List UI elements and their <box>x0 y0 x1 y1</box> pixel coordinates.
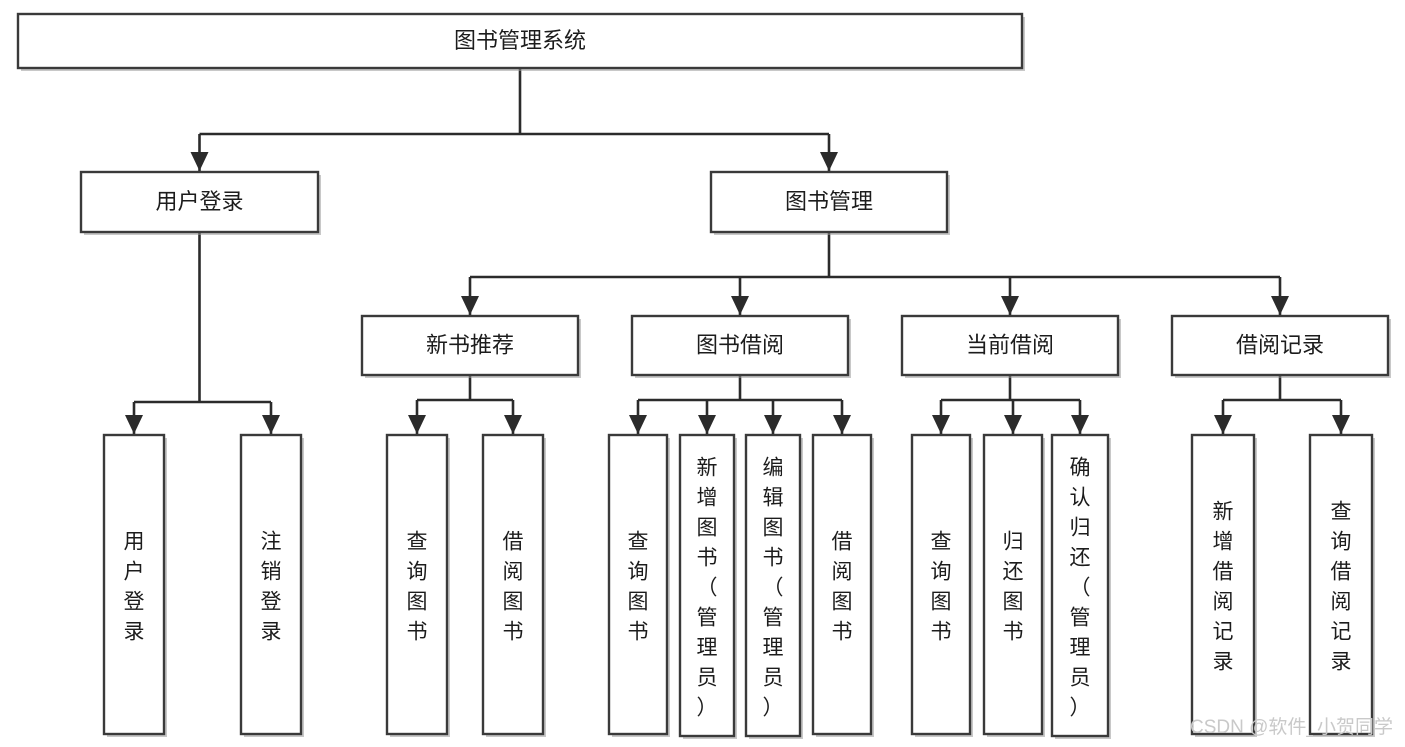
node-label: 图书借阅 <box>696 332 784 357</box>
arrow-head <box>1214 415 1232 434</box>
arrow-head <box>932 415 950 434</box>
node-user-login[interactable]: 用户登录 <box>79 170 321 235</box>
arrow-head <box>125 415 143 434</box>
node-leaf-logout-login[interactable]: 注销登录 <box>239 433 304 737</box>
connectors-layer <box>125 68 1350 434</box>
node-label: 借阅图书 <box>832 531 853 644</box>
arrow-head <box>731 296 749 315</box>
node-label: 确认归还（管理员） <box>1070 457 1091 720</box>
arrow-head <box>1004 415 1022 434</box>
node-label: 用户登录 <box>124 531 145 644</box>
node-rect[interactable] <box>1170 314 1390 377</box>
node-leaf-add-book-admin[interactable]: 新增图书（管理员） <box>678 433 737 739</box>
node-label: 编辑图书（管理员） <box>763 457 784 720</box>
node-leaf-query-borrow-record[interactable]: 查询借阅记录 <box>1308 433 1375 737</box>
boxes-layer: 图书管理系统用户登录图书管理新书推荐图书借阅当前借阅借阅记录用户登录注销登录查询… <box>16 12 1391 739</box>
node-rect[interactable] <box>900 314 1120 377</box>
node-rect[interactable] <box>630 314 850 377</box>
node-current-borrow[interactable]: 当前借阅 <box>900 314 1121 378</box>
node-leaf-query-book-3[interactable]: 查询图书 <box>910 433 973 737</box>
node-leaf-add-borrow-record[interactable]: 新增借阅记录 <box>1190 433 1257 737</box>
arrow-head <box>461 296 479 315</box>
node-rect[interactable] <box>1308 433 1374 736</box>
arrow-head <box>1001 296 1019 315</box>
node-label: 图书管理 <box>785 189 873 214</box>
node-label: 当前借阅 <box>966 332 1054 357</box>
node-rect[interactable] <box>79 170 320 234</box>
arrow-head <box>833 415 851 434</box>
node-label: 归还图书 <box>1003 531 1024 644</box>
node-leaf-user-login[interactable]: 用户登录 <box>102 433 167 737</box>
node-leaf-query-book-1[interactable]: 查询图书 <box>385 433 450 737</box>
node-rect[interactable] <box>239 433 303 736</box>
arrow-head <box>820 152 838 171</box>
node-rect[interactable] <box>16 12 1024 70</box>
node-new-book-recommend[interactable]: 新书推荐 <box>360 314 581 378</box>
node-book-management[interactable]: 图书管理 <box>709 170 950 235</box>
node-rect[interactable] <box>811 433 873 736</box>
arrow-head <box>190 152 209 171</box>
node-leaf-borrow-book-2[interactable]: 借阅图书 <box>811 433 874 737</box>
node-leaf-confirm-return-admin[interactable]: 确认归还（管理员） <box>1050 433 1111 739</box>
node-rect[interactable] <box>481 433 545 736</box>
node-leaf-edit-book-admin[interactable]: 编辑图书（管理员） <box>744 433 803 739</box>
node-rect[interactable] <box>385 433 449 736</box>
node-rect[interactable] <box>678 433 736 738</box>
node-rect[interactable] <box>744 433 802 738</box>
node-label: 借阅记录 <box>1236 332 1324 357</box>
arrow-head <box>629 415 647 434</box>
node-label: 新增借阅记录 <box>1213 501 1234 674</box>
arrow-head <box>262 415 280 434</box>
arrow-head <box>504 415 522 434</box>
node-rect[interactable] <box>910 433 972 736</box>
node-label: 查询图书 <box>931 531 952 644</box>
arrow-head <box>1332 415 1350 434</box>
node-rect[interactable] <box>360 314 580 377</box>
node-label: 查询图书 <box>628 531 649 644</box>
node-borrow-record[interactable]: 借阅记录 <box>1170 314 1391 378</box>
node-rect[interactable] <box>607 433 669 736</box>
node-rect[interactable] <box>709 170 949 234</box>
node-label: 查询图书 <box>407 531 428 644</box>
node-root-图书管理系统[interactable]: 图书管理系统 <box>16 12 1025 71</box>
node-rect[interactable] <box>102 433 166 736</box>
node-label: 借阅图书 <box>503 531 524 644</box>
arrow-head <box>1071 415 1089 434</box>
node-label: 查询借阅记录 <box>1331 501 1352 674</box>
arrow-head <box>698 415 716 434</box>
csdn-watermark: CSDN @软件_小贺同学 <box>1190 716 1393 738</box>
node-leaf-borrow-book-1[interactable]: 借阅图书 <box>481 433 546 737</box>
node-label: 新增图书（管理员） <box>697 457 718 720</box>
arrow-head <box>408 415 426 434</box>
node-leaf-return-book[interactable]: 归还图书 <box>982 433 1045 737</box>
arrow-head <box>1271 296 1289 315</box>
node-label: 用户登录 <box>155 189 243 214</box>
node-label: 图书管理系统 <box>454 28 586 53</box>
node-book-borrow[interactable]: 图书借阅 <box>630 314 851 378</box>
node-rect[interactable] <box>1190 433 1256 736</box>
node-label: 注销登录 <box>261 531 282 644</box>
node-leaf-query-book-2[interactable]: 查询图书 <box>607 433 670 737</box>
arrow-head <box>764 415 782 434</box>
node-label: 新书推荐 <box>426 332 514 357</box>
node-rect[interactable] <box>982 433 1044 736</box>
node-rect[interactable] <box>1050 433 1110 738</box>
